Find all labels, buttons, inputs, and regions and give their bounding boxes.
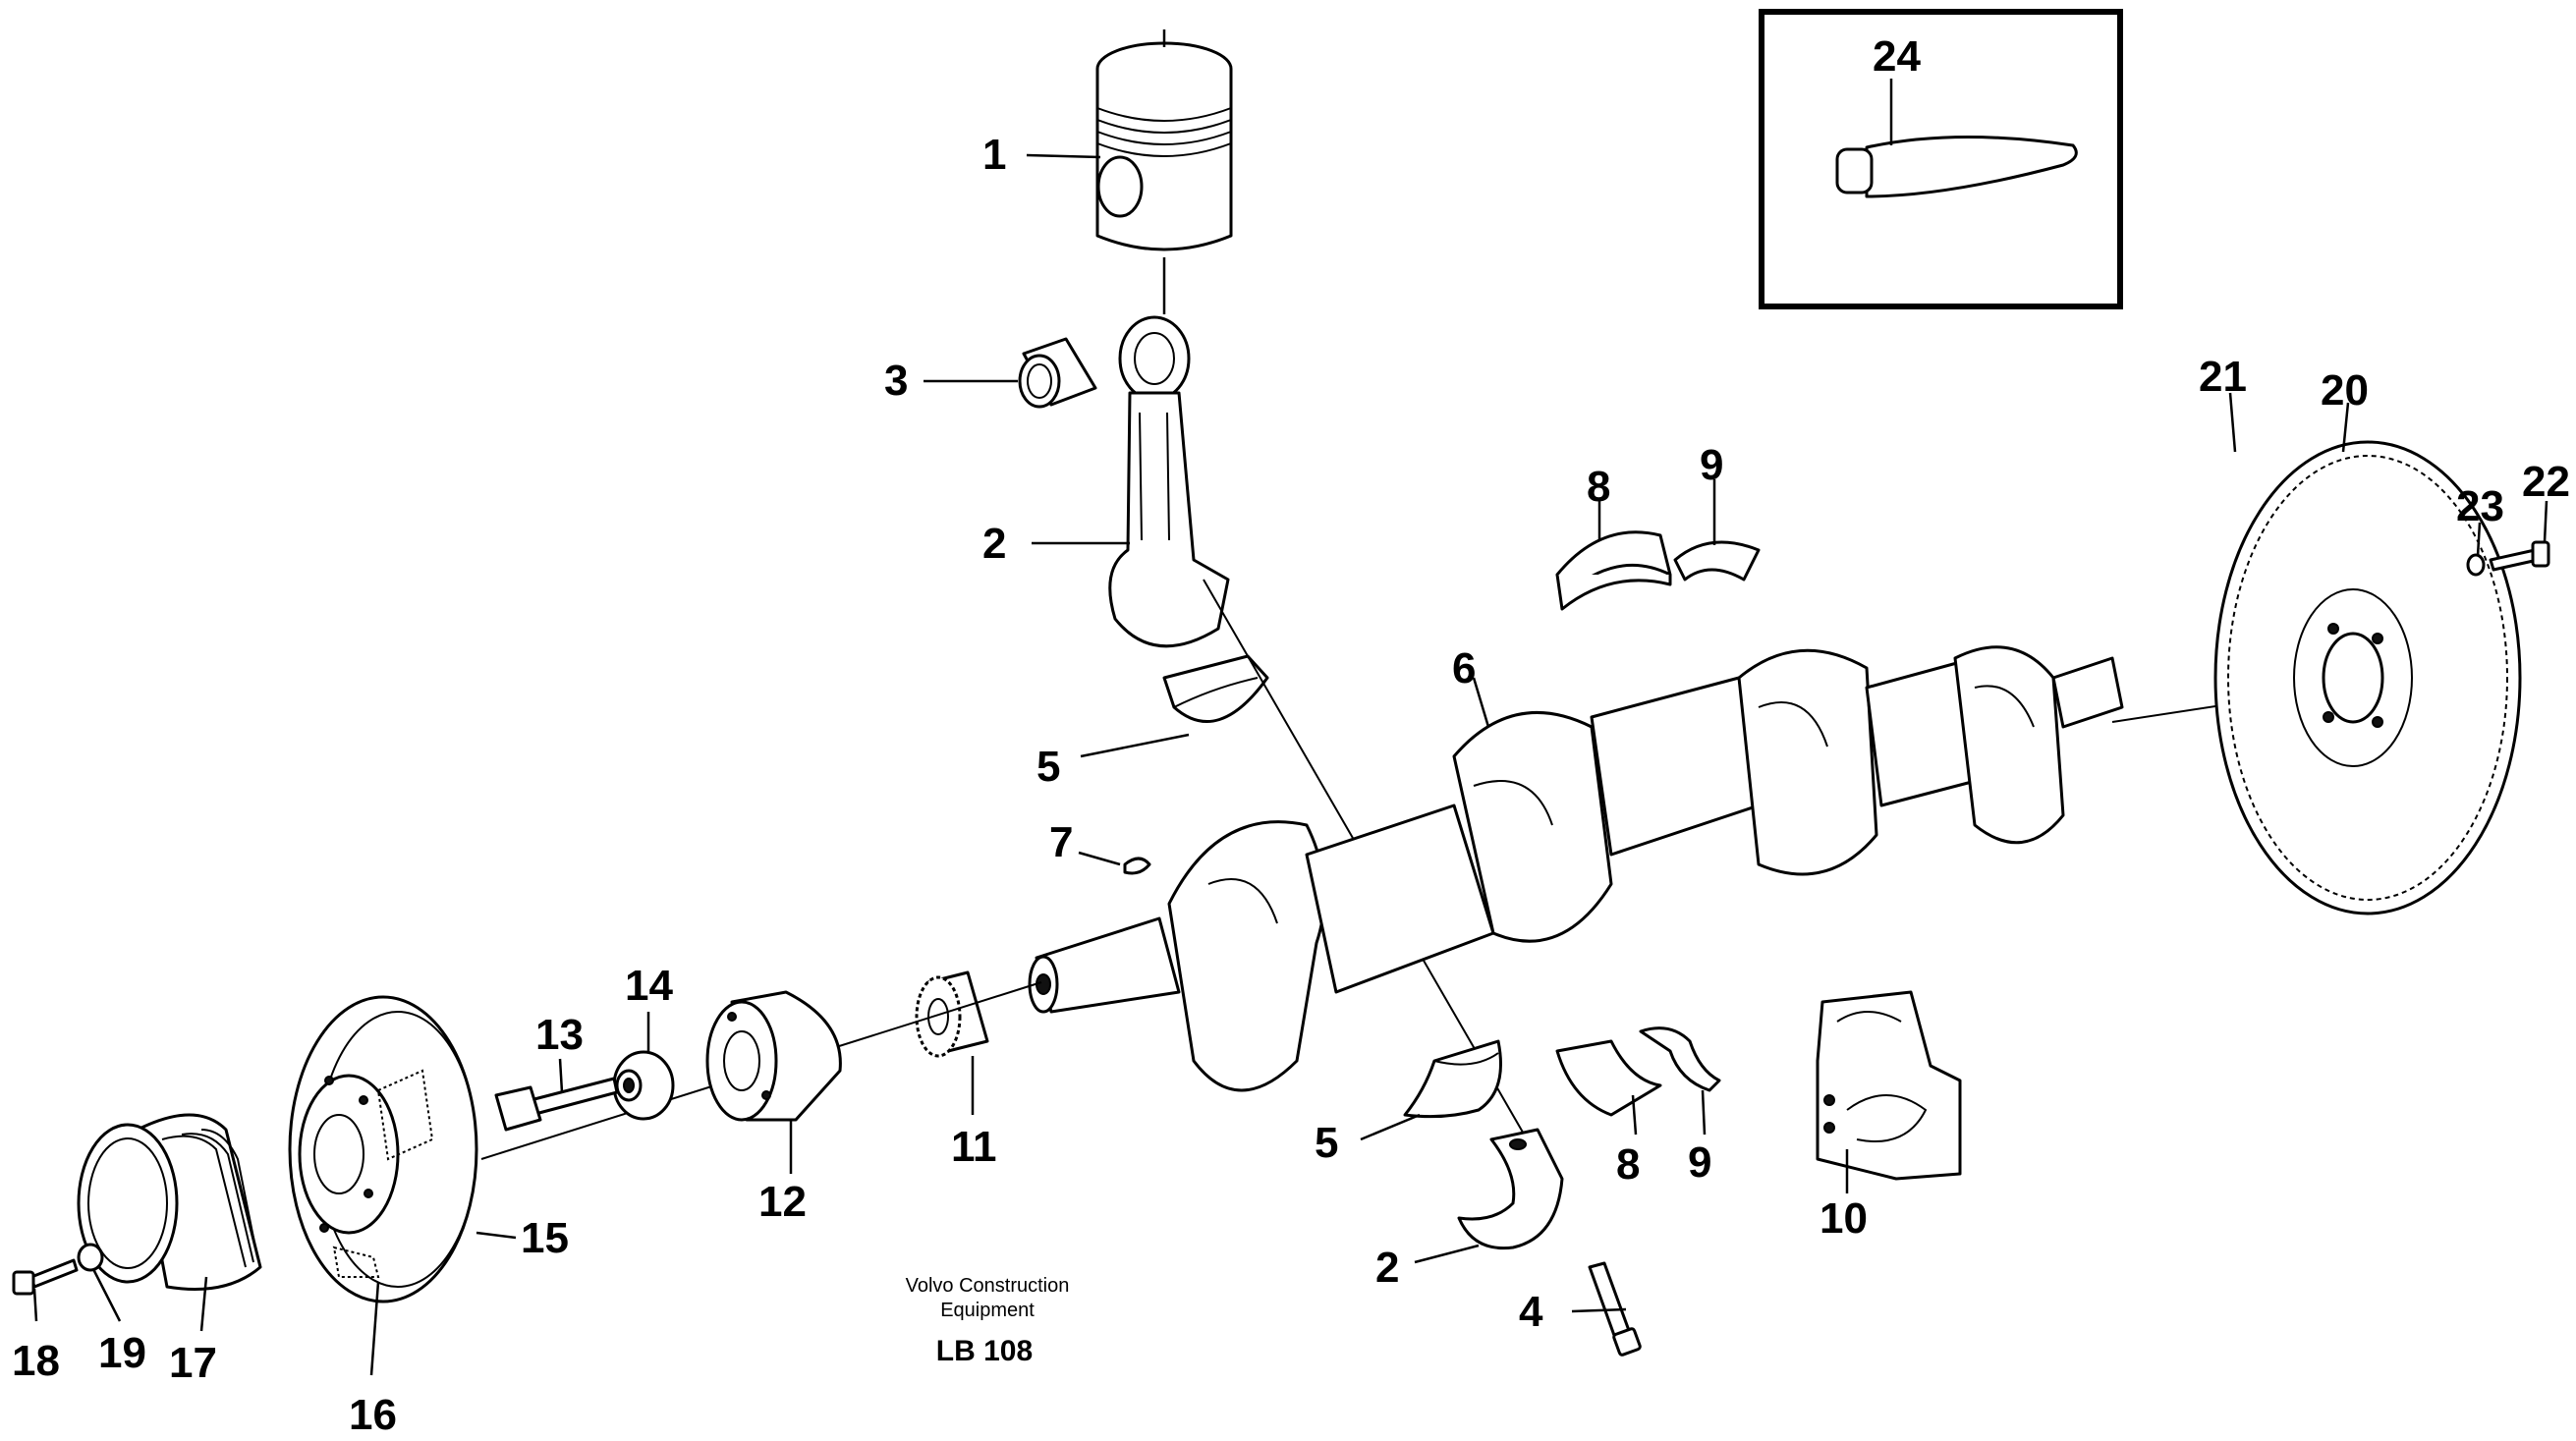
caption-line-2: Equipment [940, 1300, 1035, 1321]
publisher-caption: Volvo Construction Equipment LB 108 [906, 1275, 1070, 1367]
callout-7: 7 [1049, 818, 1073, 866]
callout-23: 23 [2456, 482, 2504, 530]
callout-22: 22 [2522, 458, 2570, 506]
callout-11: 11 [951, 1123, 997, 1171]
flywheel-bolt-and-washer: 23 22 [2456, 458, 2570, 577]
callout-10: 10 [1820, 1194, 1868, 1243]
belt-pulley: 17 [77, 1113, 262, 1387]
hub-washer: 14 [612, 962, 675, 1121]
callout-24: 24 [1873, 32, 1921, 81]
callout-17: 17 [169, 1339, 217, 1387]
callout-15: 15 [521, 1214, 569, 1262]
callout-19: 19 [98, 1329, 146, 1377]
sealant-tube-nozzle [1835, 147, 1874, 194]
callout-20: 20 [2321, 366, 2369, 415]
flywheel: 21 20 [2199, 353, 2522, 915]
vibration-damper: 15 16 [288, 995, 569, 1439]
pulley-bolt-and-washer: 18 19 [12, 1243, 146, 1385]
rod-bearing-shell-lower: 5 [1315, 1039, 1502, 1167]
main-bearing-cap: 10 [1816, 990, 1962, 1243]
caption-line-1: Volvo Construction [906, 1275, 1070, 1297]
rod-cap-bolt: 4 [1519, 1261, 1642, 1357]
piston: 1 [982, 29, 1233, 314]
callout-16: 16 [349, 1391, 397, 1439]
timing-gear: 11 [915, 970, 997, 1171]
callout-4: 4 [1519, 1288, 1543, 1336]
callout-6: 6 [1452, 644, 1476, 693]
callout-12: 12 [758, 1178, 807, 1226]
hub-bolt: 13 [494, 1011, 619, 1132]
callout-8-lower: 8 [1616, 1140, 1640, 1189]
callout-9-upper: 9 [1700, 441, 1723, 489]
callout-18: 18 [12, 1337, 60, 1385]
crankshaft-hub: 12 [705, 990, 842, 1226]
caption-code: LB 108 [936, 1335, 1033, 1367]
inset-box-sealant: 24 [1759, 9, 2123, 309]
callout-2-lower: 2 [1375, 1244, 1399, 1292]
callout-9-lower: 9 [1688, 1138, 1711, 1187]
woodruff-key: 7 [1049, 818, 1151, 875]
callout-2-upper: 2 [982, 520, 1006, 568]
callout-14: 14 [625, 962, 673, 1010]
callout-13: 13 [535, 1011, 584, 1059]
connecting-rod: 2 [982, 315, 1230, 648]
callout-3: 3 [884, 357, 908, 405]
callout-5-lower: 5 [1315, 1119, 1338, 1167]
piston-pin-bushing: 3 [884, 337, 1097, 409]
crankshaft: 6 [1028, 644, 2124, 1092]
callout-21: 21 [2199, 353, 2247, 401]
connecting-rod-cap: 2 [1375, 1128, 1564, 1292]
callout-5-upper: 5 [1036, 743, 1060, 791]
main-bearing-shells-upper: 8 9 [1555, 441, 1761, 611]
main-bearing-shells-lower: 8 9 [1555, 1026, 1721, 1189]
callout-8-upper: 8 [1587, 463, 1610, 511]
rod-bearing-shell-upper: 5 [1036, 654, 1269, 791]
sealant-tube-body [1865, 135, 2078, 198]
callout-1: 1 [982, 131, 1006, 179]
